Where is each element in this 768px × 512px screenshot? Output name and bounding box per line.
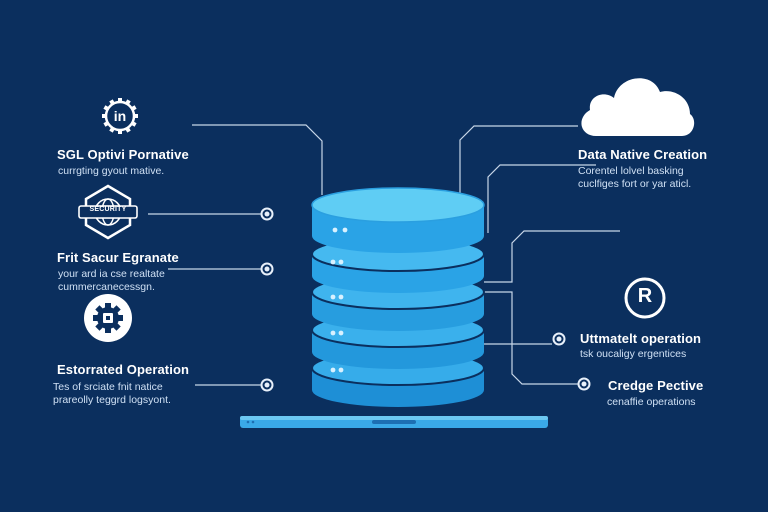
connector-right-3 xyxy=(484,230,620,283)
right-item-2-title: Uttmatelt operation xyxy=(580,331,702,346)
left-item-3-description: Tes of srciate fnit natice prareolly teg… xyxy=(53,381,171,406)
right-item-1-title: Data Native Creation xyxy=(578,147,708,162)
database-disk-top xyxy=(311,187,485,253)
registered-icon-letter: R xyxy=(637,285,653,307)
gear-puzzle-icon xyxy=(84,294,132,342)
connector-right-1 xyxy=(459,125,578,196)
right-item-3-description: cenaffie operations xyxy=(607,396,696,408)
left-item-2-title: Frit Sacur Egranate xyxy=(57,250,179,265)
security-badge-text: SECURITY xyxy=(89,206,127,213)
database-stack-icon xyxy=(311,187,485,407)
base-platform xyxy=(240,416,548,428)
connector-right-2 xyxy=(487,164,596,233)
left-item-3-title: Estorrated Operation xyxy=(57,362,190,377)
right-item-3-title: Credge Pective xyxy=(608,378,704,393)
security-globe-badge-icon xyxy=(78,184,138,240)
left-item-2-description: your ard ia cse realtate cummercanecessg… xyxy=(58,268,165,293)
right-item-1-description: Corentel lolvel basking cuclfiges fort o… xyxy=(578,165,692,190)
connector-left-1 xyxy=(192,124,323,195)
connector-right-4 xyxy=(484,291,578,385)
linkedin-gear-icon: in xyxy=(102,98,138,134)
registered-icon xyxy=(624,277,666,319)
svg-text:in: in xyxy=(114,108,126,124)
left-item-1-description: currgting gyout mative. xyxy=(58,165,165,177)
right-item-2-description: tsk oucaligy ergentices xyxy=(580,348,687,360)
left-item-1-title: SGL Optivi Pornative xyxy=(57,147,189,162)
connector-dots xyxy=(260,207,591,392)
cloud-icon xyxy=(581,78,695,136)
